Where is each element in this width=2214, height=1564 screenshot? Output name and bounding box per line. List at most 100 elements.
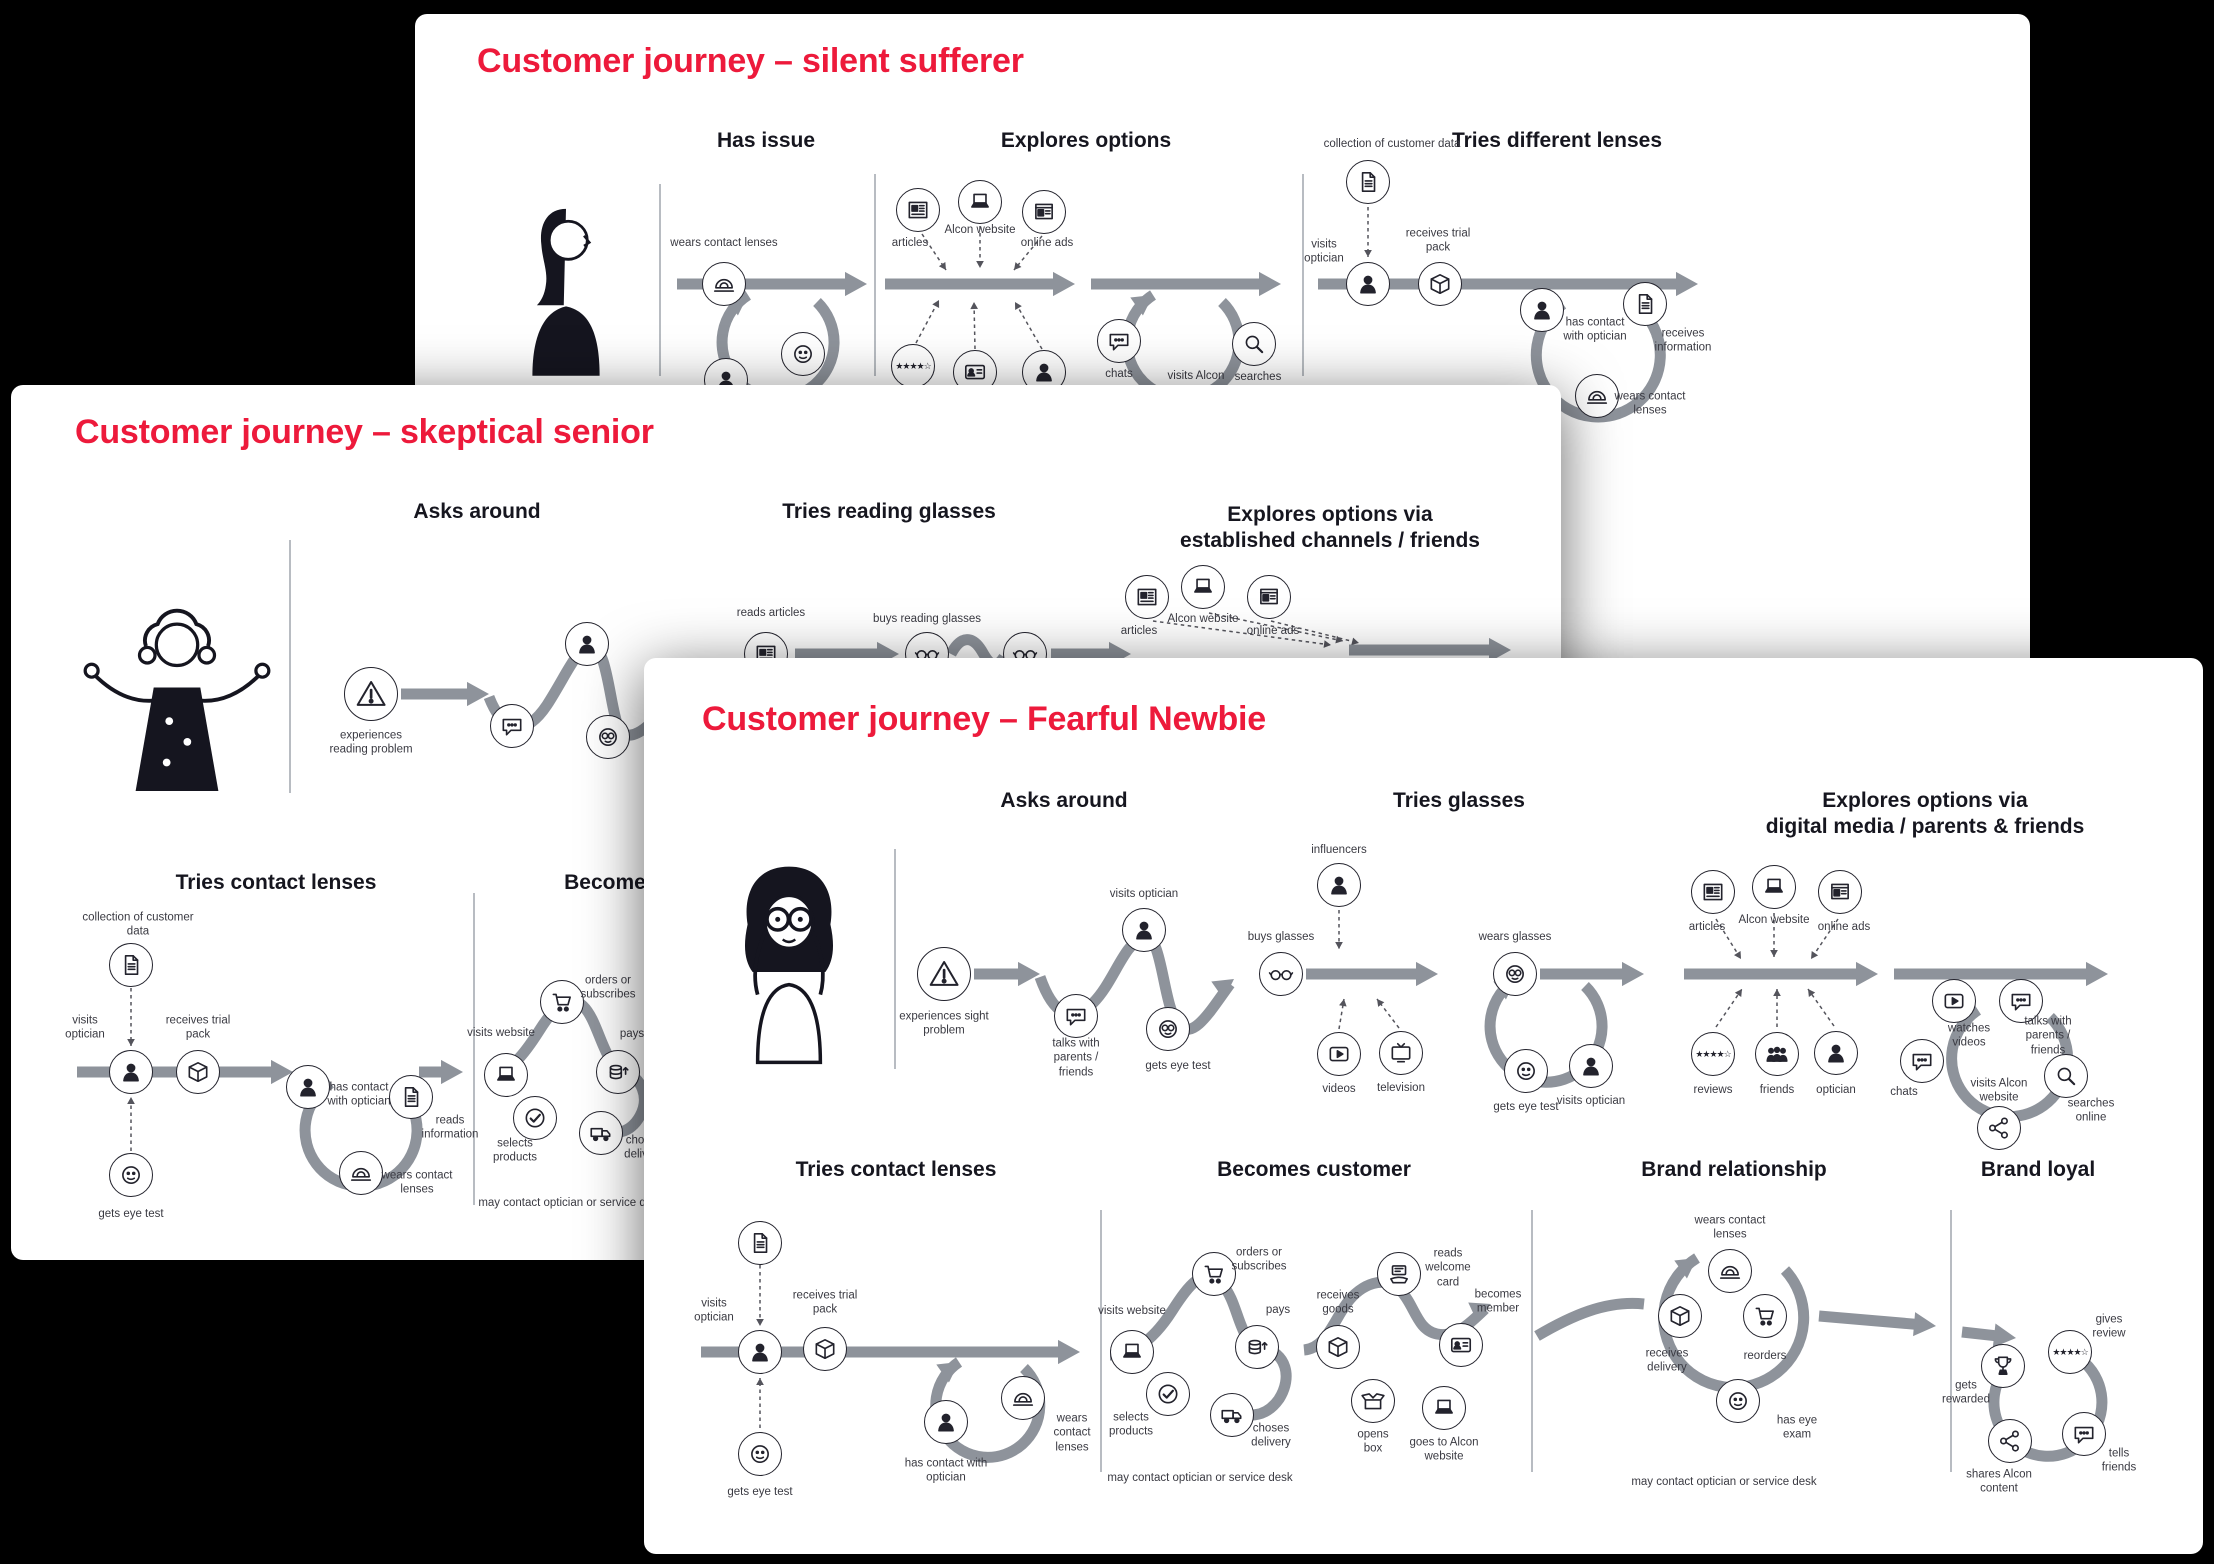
node-label: shares Alcon content <box>1966 1468 2032 1495</box>
warning-icon <box>344 667 398 721</box>
flow-path <box>486 995 650 1139</box>
slide-title: Customer journey – silent sufferer <box>477 42 1024 80</box>
person-icon <box>1122 908 1166 952</box>
package-icon <box>1316 1325 1360 1369</box>
chat-icon <box>490 704 534 748</box>
node-label: talks with parents / friends <box>1052 1037 1100 1079</box>
node-label: receives trial pack <box>165 1014 231 1041</box>
node-label: receives trial pack <box>792 1289 858 1316</box>
stage-header: Asks around <box>1000 789 1128 812</box>
node-label: has contact with optician <box>1563 316 1627 343</box>
node-label: gets eye test <box>1493 1100 1559 1113</box>
person-icon <box>1814 1031 1858 1075</box>
node-label: online ads <box>1817 920 1871 933</box>
node-label: experiences sight problem <box>899 1010 989 1037</box>
node-label: gets eye test <box>1145 1059 1211 1072</box>
node-label: has contact with optician <box>904 1457 988 1484</box>
document-icon <box>738 1221 782 1265</box>
person-icon <box>286 1065 330 1109</box>
truck-icon <box>579 1111 623 1155</box>
persona-skeptical-senior-illustration <box>83 608 271 791</box>
node-label: visits optician <box>1304 238 1344 265</box>
person-icon <box>109 1050 153 1094</box>
person-icon <box>1317 863 1361 907</box>
dashed-connector <box>1208 612 1344 642</box>
node-label: wears contact lenses <box>670 236 778 249</box>
node-label: chats <box>1105 367 1133 380</box>
node-label: influencers <box>1311 843 1367 856</box>
dashed-connector <box>1014 301 1043 350</box>
laptop-icon <box>484 1053 528 1097</box>
node-label: visits website <box>467 1026 535 1039</box>
annotation-text: visits Alcon <box>1167 369 1225 382</box>
annotation-text: collection of customer data <box>1323 137 1461 150</box>
contact-lens-icon <box>702 262 746 306</box>
node-label: Alcon website <box>1167 612 1239 625</box>
person-icon <box>924 1400 968 1444</box>
flow-path <box>1109 1270 1292 1421</box>
people-icon <box>1755 1032 1799 1076</box>
face-icon <box>781 332 825 376</box>
laptop-icon <box>958 180 1002 224</box>
node-label: opens box <box>1357 1428 1389 1455</box>
face-glasses-icon <box>1146 1007 1190 1051</box>
contact-lens-icon <box>1001 1376 1045 1420</box>
persona-fearful-newbie-illustration <box>744 866 834 1065</box>
share-icon <box>1977 1106 2021 1150</box>
document-icon <box>1346 160 1390 204</box>
node-label: selects products <box>492 1137 538 1164</box>
node-label: goes to Alcon website <box>1409 1436 1479 1463</box>
face-glasses-icon <box>586 715 630 759</box>
node-label: visits optician <box>1109 887 1179 900</box>
dashed-connector <box>1715 918 1742 960</box>
node-label: Alcon website <box>1738 913 1810 926</box>
package-icon <box>1418 262 1462 306</box>
dashed-connector <box>973 301 976 350</box>
node-label: Alcon website <box>944 223 1016 236</box>
truck-icon <box>1210 1393 1254 1437</box>
stage-header: Explores options <box>1000 129 1172 152</box>
newspaper-icon <box>1691 870 1735 914</box>
package-icon <box>176 1050 220 1094</box>
stage-header: Tries contact lenses <box>795 1158 997 1181</box>
node-label: searches <box>1234 370 1282 383</box>
person-icon <box>1520 288 1564 332</box>
dashed-connector <box>1013 235 1043 271</box>
node-label: buys reading glasses <box>872 612 982 625</box>
node-label: gives review <box>2092 1313 2126 1340</box>
chat-icon <box>2062 1412 2106 1456</box>
stars-icon: ★★★★☆ <box>2048 1330 2092 1374</box>
laptop-icon <box>1181 565 1225 609</box>
dashed-connector <box>915 299 940 344</box>
annotation-text: may contact optician or service desk <box>478 1196 664 1209</box>
node-label: selects products <box>1108 1411 1154 1438</box>
person-icon <box>738 1330 782 1374</box>
node-label: online ads <box>1020 236 1074 249</box>
face-icon <box>1504 1049 1548 1093</box>
node-label: television <box>1377 1081 1425 1094</box>
node-label: wears glasses <box>1478 930 1552 943</box>
flow-path <box>1988 1353 2108 1462</box>
node-label: gets rewarded <box>1942 1379 1990 1406</box>
node-label: visits optician <box>694 1297 734 1324</box>
contact-lens-icon <box>1708 1249 1752 1293</box>
annotation-text: may contact optician or service desk <box>1631 1475 1817 1488</box>
open-box-icon <box>1351 1379 1395 1423</box>
node-label: visits website <box>1098 1304 1166 1317</box>
stage-header: Becomes customer <box>1217 1158 1411 1181</box>
search-icon <box>1232 322 1276 366</box>
node-label: articles <box>1120 624 1158 637</box>
node-label: gets eye test <box>98 1207 164 1220</box>
flow-path <box>1534 1297 1645 1341</box>
slide-title: Customer journey – skeptical senior <box>75 413 654 451</box>
node-label: wears contact lenses <box>1053 1412 1091 1454</box>
contact-lens-icon <box>339 1151 383 1195</box>
dashed-connector <box>1715 988 1743 1028</box>
node-label: receives trial pack <box>1405 227 1471 254</box>
stage-header: Tries reading glasses <box>782 500 996 523</box>
trophy-icon <box>1981 1344 2025 1388</box>
laptop-icon <box>1422 1386 1466 1430</box>
node-label: receives information <box>1654 327 1712 354</box>
tv-icon <box>1379 1031 1423 1075</box>
